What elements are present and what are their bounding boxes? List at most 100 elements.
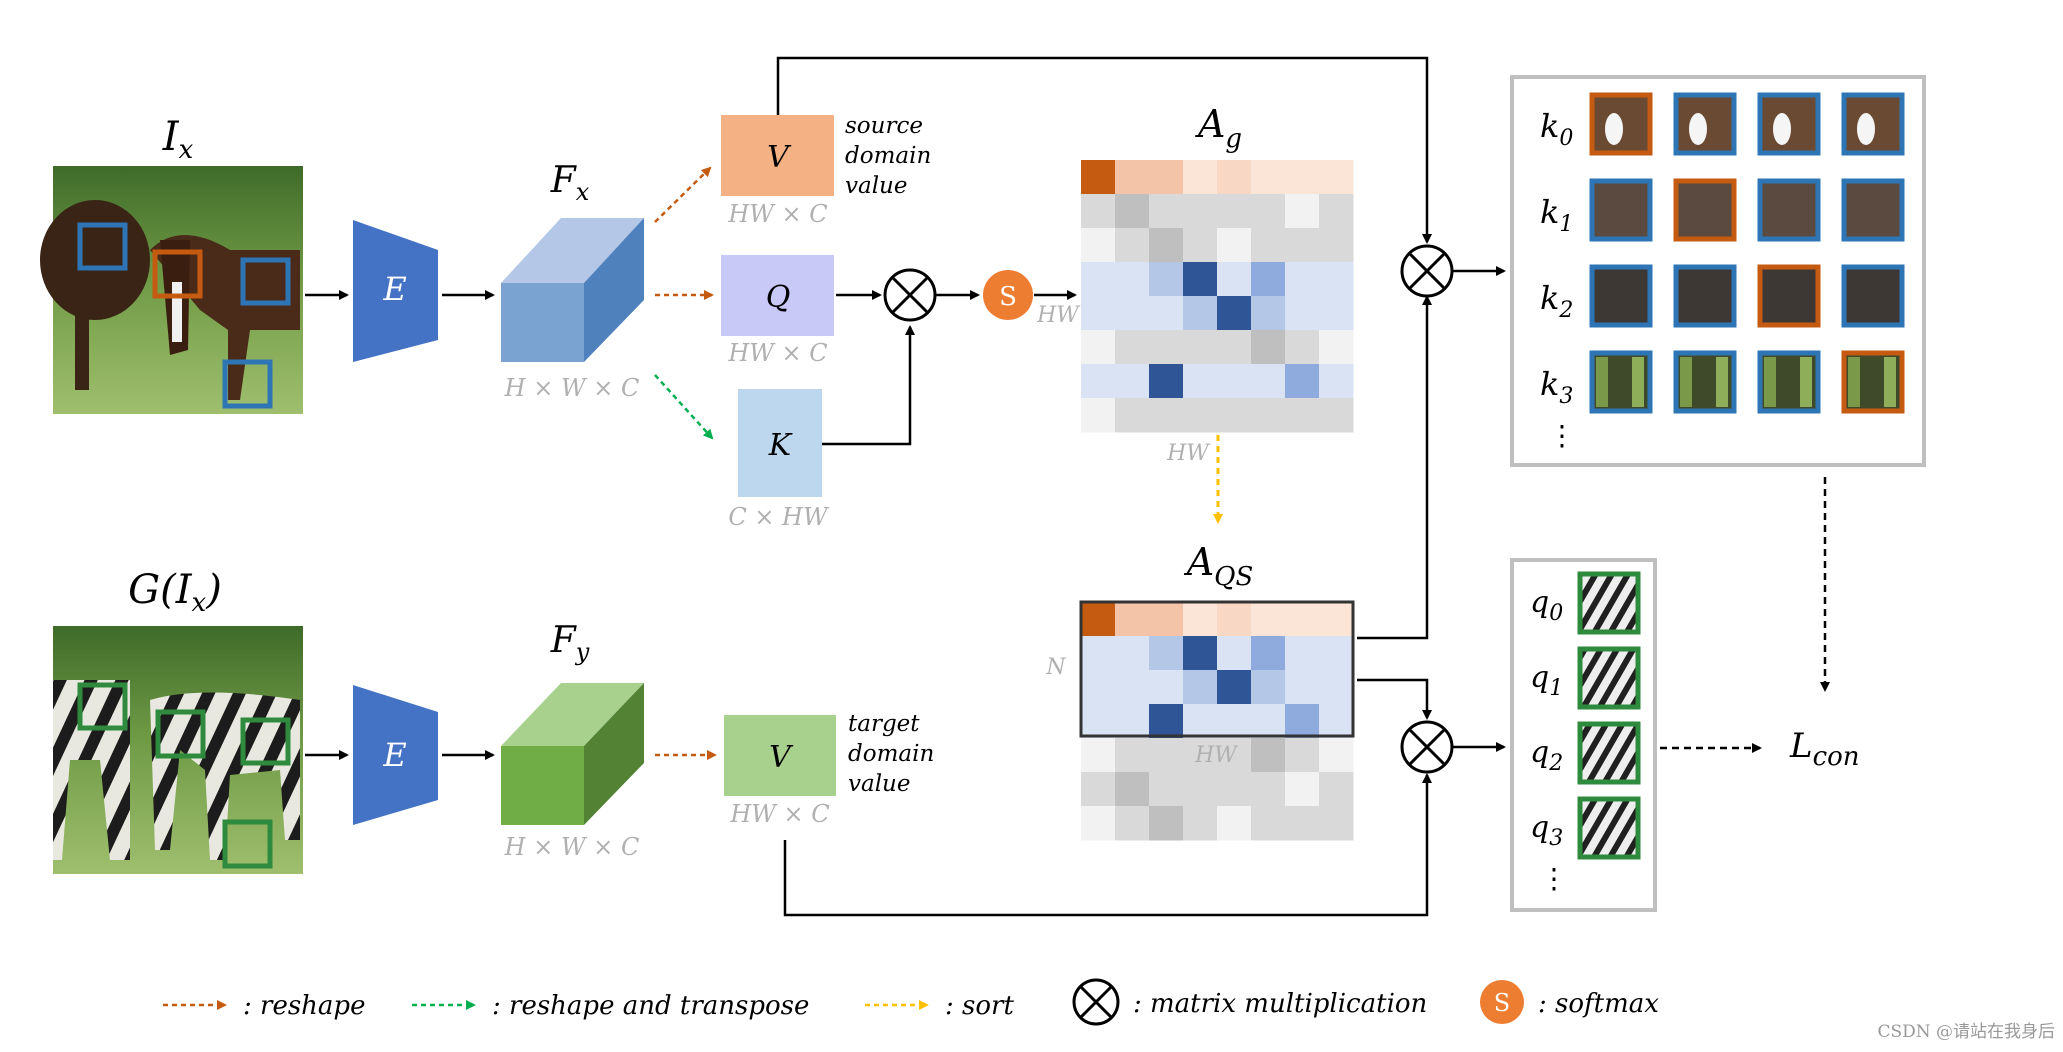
aqs-cell [1149, 772, 1184, 807]
aqs-cell [1149, 806, 1184, 841]
aqs-label: AQS [1184, 540, 1254, 592]
ag-cell [1149, 160, 1184, 195]
key-patch [1841, 264, 1905, 328]
ag-cell [1115, 160, 1150, 195]
query-patch [1577, 571, 1641, 635]
patch-box-green-1 [77, 682, 128, 731]
aqs-cell [1285, 704, 1320, 739]
aqs-cell [1319, 772, 1354, 807]
query-label: q1 [1530, 660, 1563, 701]
aqs-cell [1319, 636, 1354, 671]
v-target-note-1: target [848, 711, 920, 737]
fx-label: Fx [550, 160, 590, 206]
aqs-cell [1217, 704, 1252, 739]
v-source-dims: HW × C [727, 200, 827, 228]
ag-cell [1217, 364, 1252, 399]
ag-cell [1319, 330, 1354, 365]
watermark: CSDN @请站在我身后 [1877, 1022, 2055, 1042]
ag-cell [1149, 228, 1184, 263]
aqs-cell [1081, 670, 1116, 705]
aqs-cell [1149, 738, 1184, 773]
ag-cell [1183, 160, 1218, 195]
key-patch-mark [1884, 357, 1896, 407]
aqs-cell [1081, 636, 1116, 671]
aqs-cell [1217, 670, 1252, 705]
ag-cell [1081, 296, 1116, 331]
k-box [738, 389, 822, 497]
aqs-cell [1115, 806, 1150, 841]
ag-cell [1149, 398, 1184, 433]
aqs-selected-box [1079, 600, 1355, 738]
matmul-keys [1400, 244, 1454, 298]
k-dims: C × HW [728, 503, 830, 531]
aqs-cell [1183, 670, 1218, 705]
ag-cell [1251, 262, 1286, 297]
legend-sort: : sort [945, 991, 1014, 1021]
ag-cell [1081, 262, 1116, 297]
loss-label: Lcon [1789, 726, 1860, 772]
ag-cell [1251, 296, 1286, 331]
ag-cell [1251, 330, 1286, 365]
aqs-cell [1285, 772, 1320, 807]
aqs-cell [1319, 670, 1354, 705]
encoder-top [353, 220, 438, 362]
ag-cell [1149, 364, 1184, 399]
ag-cell [1183, 296, 1218, 331]
aqs-cell [1115, 704, 1150, 739]
ag-cell [1285, 194, 1320, 229]
legend-softmax: : softmax [1538, 989, 1659, 1019]
queries-ellipsis: ⋮ [1540, 862, 1568, 895]
ag-cell [1217, 194, 1252, 229]
aqs-cell [1251, 670, 1286, 705]
aqs-cell [1081, 704, 1116, 739]
fx-dims: H × W × C [504, 374, 640, 402]
aqs-cell [1319, 738, 1354, 773]
aqs-cell [1285, 670, 1320, 705]
aqs-cell [1251, 772, 1286, 807]
aqs-cell [1319, 602, 1354, 637]
ag-cell [1285, 330, 1320, 365]
aqs-cell [1251, 636, 1286, 671]
key-patch [1757, 264, 1821, 328]
v-source-label: V [767, 140, 792, 175]
key-patch-mark [1632, 357, 1644, 407]
ag-cell [1149, 262, 1184, 297]
patch-box-green-3 [240, 717, 291, 766]
ag-cell [1217, 398, 1252, 433]
ag-label: Ag [1195, 102, 1242, 154]
key-label: k0 [1540, 107, 1573, 151]
v-source-box [721, 115, 834, 196]
key-patch [1673, 264, 1737, 328]
ag-cell [1115, 262, 1150, 297]
ag-cell [1217, 228, 1252, 263]
legend-softmax-icon [1480, 980, 1524, 1024]
q-box [721, 255, 834, 336]
ag-cell [1319, 364, 1354, 399]
aqs-cell [1149, 602, 1184, 637]
matmul-queries [1400, 720, 1454, 774]
aqs-cell [1115, 738, 1150, 773]
horse-image [40, 166, 303, 414]
ag-cell [1183, 194, 1218, 229]
ag-cell [1251, 160, 1286, 195]
fy-label: Fy [550, 620, 590, 666]
ag-cell [1115, 398, 1150, 433]
ag-cell [1285, 160, 1320, 195]
key-patch [1673, 178, 1737, 242]
query-label: q3 [1530, 810, 1563, 851]
ag-cell [1081, 228, 1116, 263]
v-source-note-1: source [845, 113, 923, 139]
ag-matrix [1081, 160, 1354, 433]
aqs-cell [1115, 636, 1150, 671]
ag-cell [1183, 228, 1218, 263]
legend-matmul: : matrix multiplication [1133, 989, 1427, 1019]
legend-reshape: : reshape [243, 991, 365, 1021]
patch-box-blue-3 [222, 359, 273, 409]
query-patch [1577, 796, 1641, 860]
key-patch-mark [1596, 357, 1608, 407]
ag-cell [1319, 228, 1354, 263]
aqs-cell [1183, 636, 1218, 671]
ag-cell [1217, 296, 1252, 331]
